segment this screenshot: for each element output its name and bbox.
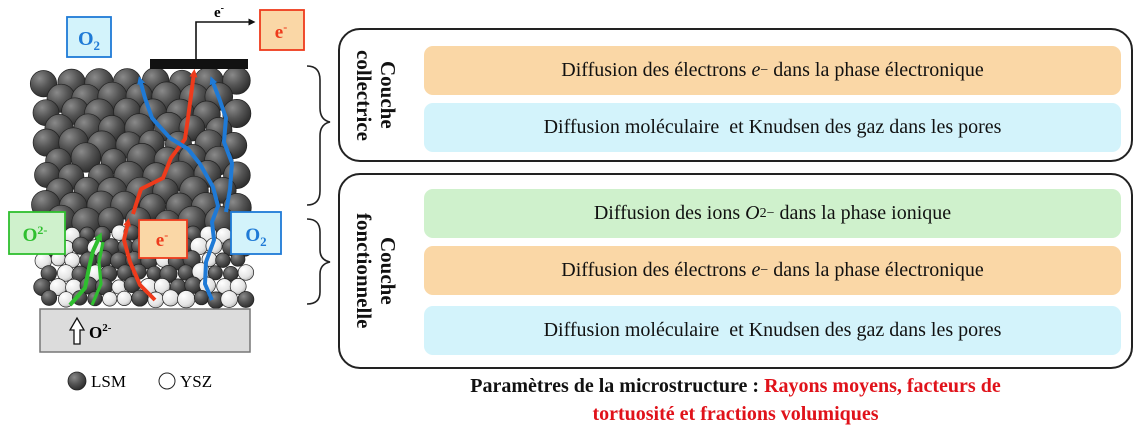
functional-label-line1: Couche (376, 237, 400, 305)
electron-box-middle-label: e- (156, 228, 168, 251)
legend-ysz-swatch (158, 372, 176, 390)
functional-label-line2: fonctionnelle (352, 213, 376, 329)
legend-lsm-swatch (67, 371, 87, 391)
ysz-particle (220, 290, 238, 308)
electron-circuit-label: e- (214, 3, 224, 21)
functional-row-gas-diffusion: Diffusion moléculaire et Knudsen des gaz… (424, 306, 1121, 355)
oxide-ion-box-label: O2- (23, 223, 48, 246)
lsm-particle (41, 289, 58, 306)
lsm-particle (237, 291, 255, 308)
lsm-particle (70, 142, 102, 173)
ysz-particle (162, 289, 180, 307)
electron-box-top-label: e- (275, 20, 287, 43)
electron-path-functional (122, 218, 157, 302)
external-circuit-wire (195, 18, 256, 59)
electron-box-top (259, 9, 305, 51)
brace-functional-layer (306, 218, 331, 305)
lsm-particle (207, 265, 223, 281)
collector-row-gas-diffusion: Diffusion moléculaire et Knudsen des gaz… (424, 103, 1121, 152)
o2-gas-box-right-label: O2 (245, 225, 266, 249)
o2-gas-path (137, 76, 220, 301)
lsm-particle (215, 252, 231, 268)
electron-path-collector (131, 69, 198, 215)
o2-gas-path-secondary (209, 76, 234, 213)
ysz-particle (102, 291, 118, 307)
legend-ysz-label: YSZ (180, 372, 212, 391)
brace-collector-layer (306, 65, 331, 206)
oxide-ion-path-secondary (90, 241, 105, 306)
ysz-particle (229, 278, 247, 295)
oxide-ion-path (68, 232, 102, 307)
collector-label-line1: Couche (376, 61, 400, 129)
caption-red-line1: Rayons moyens, facteurs de (764, 375, 1001, 397)
functional-row-electron-diffusion: Diffusion des électrons e− dans la phase… (424, 246, 1121, 295)
o2-gas-box-top (66, 16, 112, 58)
caption-prefix: Paramètres de la microstructure : (470, 375, 765, 397)
o2-gas-box-top-label: O2 (78, 28, 100, 53)
substrate-o2-ion-label: O2- (89, 322, 112, 342)
oxide-ion-box (8, 211, 66, 255)
lsm-particle (72, 290, 88, 306)
functional-layer-label: Couche fonctionnelle (352, 180, 400, 362)
ysz-particle (116, 290, 132, 306)
substrate-up-arrow (68, 316, 86, 345)
legend-lsm-label: LSM (91, 372, 126, 391)
electron-box-middle (138, 219, 188, 259)
lsm-particle (193, 290, 210, 306)
ysz-particle (177, 290, 196, 309)
collector-layer-label: Couche collectrice (352, 34, 400, 156)
caption-red-line2: tortuosité et fractions volumiques (592, 403, 879, 425)
microstructure-caption: Paramètres de la microstructure : Rayons… (338, 372, 1133, 428)
collector-label-line2: collectrice (352, 49, 376, 141)
collector-row-electron-diffusion: Diffusion des électrons e− dans la phase… (424, 46, 1121, 95)
ysz-particle (237, 264, 255, 281)
current-collector (150, 59, 248, 69)
o2-gas-box-right (230, 211, 282, 255)
